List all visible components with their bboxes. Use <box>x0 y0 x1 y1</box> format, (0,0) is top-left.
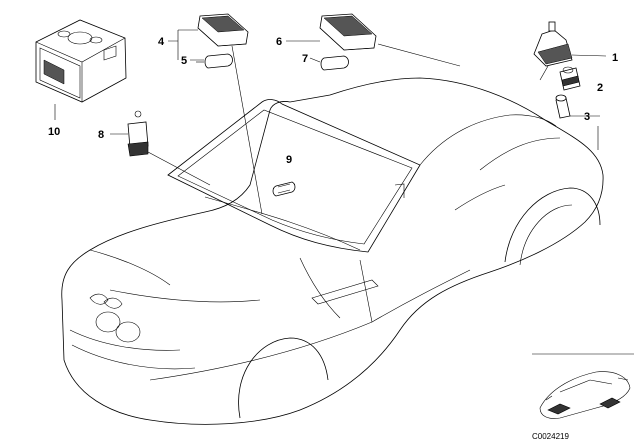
part-5-bulb <box>196 53 233 69</box>
part-10-box <box>35 19 127 103</box>
callout-5: 5 <box>181 55 187 67</box>
part-1-switch-cover <box>533 21 573 67</box>
part-4-lamp-housing <box>197 13 249 47</box>
callout-2: 2 <box>597 82 603 94</box>
callout-10: 10 <box>48 126 60 138</box>
part-3-bulb <box>555 94 571 119</box>
callout-3: 3 <box>584 111 590 123</box>
part-6-lamp-housing <box>319 13 377 51</box>
callout-6: 6 <box>276 36 282 48</box>
part-7-bulb <box>320 55 349 71</box>
callout-8: 8 <box>98 129 104 141</box>
part-8-lamp <box>127 110 149 157</box>
document-number: C0024219 <box>532 432 569 441</box>
inset-thumbnail <box>532 353 634 419</box>
part-2-socket <box>559 66 581 91</box>
callout-7: 7 <box>302 53 308 65</box>
car-body-outline <box>61 77 604 425</box>
callout-4: 4 <box>158 36 165 48</box>
callout-9: 9 <box>286 154 292 166</box>
callout-1: 1 <box>612 52 618 64</box>
